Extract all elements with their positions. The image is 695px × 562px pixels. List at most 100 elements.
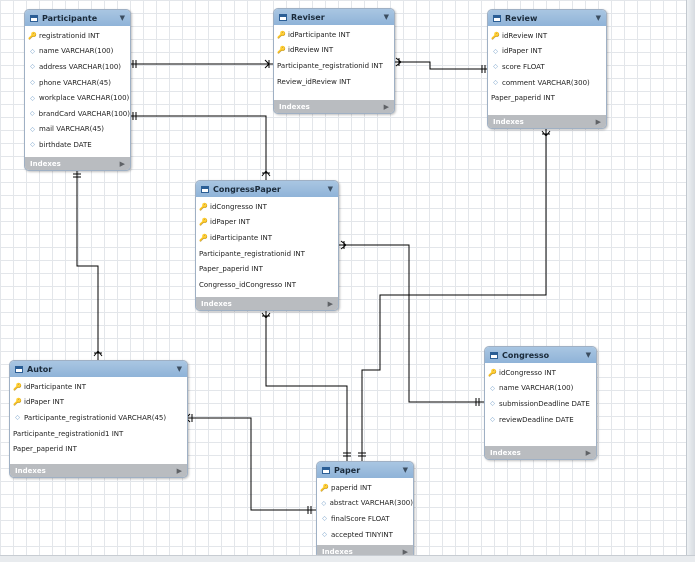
relation-congresso-congresspaper[interactable] — [337, 244, 484, 403]
diamond-icon: ◇ — [490, 400, 495, 408]
indexes-section[interactable]: Indexes▶ — [317, 545, 413, 558]
column-row[interactable]: ◇phone VARCHAR(45) — [25, 75, 130, 91]
column-label: phone VARCHAR(45) — [39, 78, 111, 87]
column-row[interactable]: Paper_paperid INT — [488, 90, 606, 106]
column-row[interactable]: ◇comment VARCHAR(300) — [488, 75, 606, 91]
table-icon — [201, 185, 209, 193]
table-reviser[interactable]: Reviser▼ 🔑idParticipante INT🔑idReview INT… — [273, 8, 395, 114]
column-row[interactable]: ◇reviewDeadline DATE — [485, 412, 596, 428]
relation-paper-autor[interactable] — [186, 417, 316, 511]
column-row[interactable]: ◇address VARCHAR(100) — [25, 59, 130, 75]
table-header[interactable]: CongressPaper▼ — [196, 181, 338, 197]
triangle-down-icon[interactable]: ▼ — [585, 351, 591, 359]
column-row[interactable]: 🔑idReview INT — [274, 43, 394, 59]
table-paper[interactable]: Paper▼ 🔑paperid INT◇abstract VARCHAR(300)… — [316, 461, 414, 559]
indexes-section[interactable]: Indexes▶ — [10, 464, 187, 477]
table-header[interactable]: Participante▼ — [25, 10, 130, 26]
column-row[interactable]: ◇mail VARCHAR(45) — [25, 122, 130, 138]
column-row[interactable]: 🔑idCongresso INT — [196, 199, 338, 215]
column-row[interactable]: 🔑idParticipante INT — [274, 27, 394, 43]
diamond-icon: ◇ — [493, 79, 498, 87]
column-row[interactable]: Review_idReview INT — [274, 74, 394, 90]
relation-review-reviser[interactable] — [393, 61, 487, 70]
column-list: 🔑registrationid INT◇name VARCHAR(100)◇ad… — [25, 26, 130, 155]
column-label: idParticipante INT — [24, 382, 86, 391]
column-label: brandCard VARCHAR(100) — [38, 109, 130, 118]
relation-paper-congresspaper[interactable] — [265, 309, 348, 461]
indexes-section[interactable]: Indexes▶ — [196, 297, 338, 310]
triangle-right-icon[interactable]: ▶ — [327, 299, 333, 308]
horizontal-scrollbar[interactable] — [0, 555, 695, 562]
column-row[interactable]: Congresso_idCongresso INT — [196, 277, 338, 293]
indexes-section[interactable]: Indexes▶ — [25, 157, 130, 170]
key-icon: 🔑 — [199, 202, 208, 211]
diamond-icon: ◇ — [30, 94, 35, 102]
column-label: name VARCHAR(100) — [39, 47, 114, 56]
column-row[interactable]: ◇name VARCHAR(100) — [485, 381, 596, 397]
column-row[interactable]: ◇abstract VARCHAR(300) — [317, 496, 413, 512]
indexes-section[interactable]: Indexes▶ — [274, 100, 394, 113]
triangle-down-icon[interactable]: ▼ — [119, 14, 125, 22]
table-review[interactable]: Review▼🔑idReview INT◇idPaper INT◇score F… — [487, 9, 607, 129]
table-header[interactable]: Review▼ — [488, 10, 606, 26]
indexes-section[interactable]: Indexes▶ — [485, 446, 596, 459]
column-label: idPaper INT — [210, 218, 251, 227]
column-row[interactable]: ◇idPaper INT — [488, 44, 606, 60]
column-row[interactable]: 🔑idParticipante INT — [10, 379, 187, 395]
column-row[interactable]: ◇brandCard VARCHAR(100) — [25, 106, 130, 122]
table-header[interactable]: Autor▼ — [10, 361, 187, 377]
column-label: idCongresso INT — [499, 368, 556, 377]
table-participante[interactable]: Participante▼🔑registrationid INT◇name VA… — [24, 9, 131, 171]
table-congresspaper[interactable]: CongressPaper▼ 🔑idCongresso INT🔑idPaper I… — [195, 180, 339, 311]
triangle-right-icon[interactable]: ▶ — [119, 159, 125, 168]
column-row[interactable]: 🔑paperid INT — [317, 480, 413, 496]
column-row[interactable]: 🔑idReview INT — [488, 28, 606, 44]
column-row[interactable]: ◇birthdate DATE — [25, 137, 130, 153]
column-label: idReview INT — [502, 31, 548, 40]
column-row[interactable]: ◇Participante_registrationid VARCHAR(45) — [10, 410, 187, 426]
column-label: Paper_paperid INT — [199, 265, 263, 274]
indexes-section[interactable]: Indexes▶ — [488, 115, 606, 128]
column-row[interactable]: Participante_registrationid INT — [196, 246, 338, 262]
key-icon: 🔑 — [491, 31, 500, 40]
column-row[interactable]: ◇score FLOAT — [488, 59, 606, 75]
triangle-down-icon[interactable]: ▼ — [383, 13, 389, 21]
vertical-scrollbar[interactable] — [686, 0, 695, 562]
column-row[interactable]: ◇submissionDeadline DATE — [485, 396, 596, 412]
key-icon: 🔑 — [277, 46, 286, 55]
relation-paper-review[interactable] — [361, 127, 547, 461]
triangle-down-icon[interactable]: ▼ — [176, 365, 182, 373]
column-row[interactable]: ◇finalScore FLOAT — [317, 511, 413, 527]
diamond-icon: ◇ — [30, 125, 35, 133]
column-row[interactable]: 🔑idPaper INT — [10, 395, 187, 411]
column-row[interactable]: ◇name VARCHAR(100) — [25, 44, 130, 60]
table-header[interactable]: Paper▼ — [317, 462, 413, 478]
column-row[interactable]: 🔑idParticipante INT — [196, 230, 338, 246]
column-row[interactable]: ◇workplace VARCHAR(100) — [25, 90, 130, 106]
table-header[interactable]: Congresso▼ — [485, 347, 596, 363]
column-row[interactable]: Participante_registrationid1 INT — [10, 426, 187, 442]
column-row[interactable]: Paper_paperid INT — [10, 441, 187, 457]
triangle-right-icon[interactable]: ▶ — [176, 466, 182, 475]
column-row[interactable]: Participante_registrationid INT — [274, 58, 394, 74]
table-header[interactable]: Reviser▼ — [274, 9, 394, 25]
table-congresso[interactable]: Congresso▼ 🔑idCongresso INT◇name VARCHAR(… — [484, 346, 597, 460]
column-label: Review_idReview INT — [277, 77, 351, 86]
diamond-icon: ◇ — [30, 141, 35, 149]
column-row[interactable]: Paper_paperid INT — [196, 261, 338, 277]
triangle-down-icon[interactable]: ▼ — [327, 185, 333, 193]
triangle-down-icon[interactable]: ▼ — [595, 14, 601, 22]
column-row[interactable]: 🔑idPaper INT — [196, 215, 338, 231]
relation-participante-congresspaper[interactable] — [129, 115, 267, 180]
triangle-right-icon[interactable]: ▶ — [585, 448, 591, 457]
column-row[interactable]: 🔑idCongresso INT — [485, 365, 596, 381]
table-autor[interactable]: Autor▼ 🔑idParticipante INT🔑idPaper INT◇Pa… — [9, 360, 188, 478]
triangle-right-icon[interactable]: ▶ — [595, 117, 601, 126]
triangle-right-icon[interactable]: ▶ — [402, 547, 408, 556]
triangle-right-icon[interactable]: ▶ — [383, 102, 389, 111]
column-row[interactable]: 🔑registrationid INT — [25, 28, 130, 44]
relation-participante-autor[interactable] — [76, 169, 99, 360]
column-row[interactable]: ◇accepted TINYINT — [317, 527, 413, 543]
triangle-down-icon[interactable]: ▼ — [402, 466, 408, 474]
